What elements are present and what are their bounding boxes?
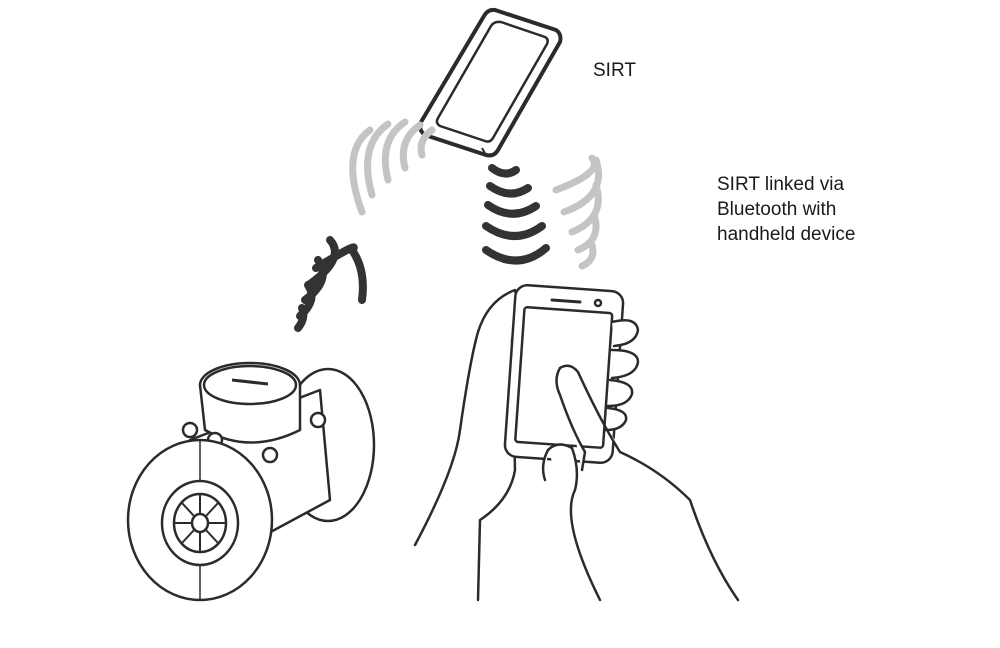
sirt-device [418, 7, 563, 158]
sirt-label: SIRT [593, 60, 636, 81]
link-description-line-3: handheld device [717, 224, 856, 245]
signal-waves-meter [294, 236, 367, 332]
hands-with-phone [413, 284, 740, 602]
signal-waves-phone [552, 154, 603, 270]
signal-waves-sirt-down [482, 164, 550, 265]
signal-waves-sirt-left [349, 118, 436, 216]
link-description-line-1: SIRT linked via [717, 174, 845, 195]
link-description-line-2: Bluetooth with [717, 199, 837, 220]
water-meter [126, 361, 376, 602]
link-description: SIRT linked via Bluetooth with handheld … [717, 172, 917, 247]
